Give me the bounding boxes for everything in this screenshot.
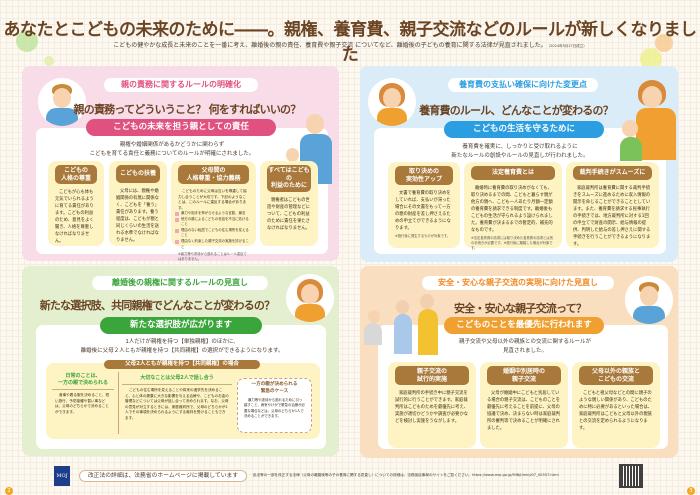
emergency-body: 暴力等や虐待から逃れるために引っ越すこと、病気やけがで緊急の治療が必要な場合など… [244, 398, 305, 419]
section-question: 親の責務ってどういうこと？ 何をすればいいの？ [73, 103, 302, 116]
avatar-father [625, 276, 673, 324]
section-banner: こどものことを最優先に行われます [444, 317, 604, 334]
card-note: ※法定養育費の請求には取り決めた養育費の請求とは別の手続きが必要です。※施行後に… [471, 236, 553, 250]
card-note: ※暴力等や虐待から逃れることはルール違反ではありません。 [178, 252, 247, 262]
panel-child-support: 養育費の支払い確保に向けた変更点 養育費のルール、どんなことが変わるの？ こども… [360, 66, 678, 262]
panel-custody: 離婚後の親権に関するルールの見直し 新たな選択肢、共同親権でどんなことが変わるの… [22, 266, 339, 456]
section-tag: 安全・安心な親子交流の実現に向けた見直し [422, 276, 614, 290]
illustration-mother-child [618, 80, 676, 161]
info-card: こどもの 人格の尊重 こどもが心も体も元気でいられるように育てる責任があります。… [48, 161, 104, 246]
column-divider [118, 372, 119, 434]
list-item: 理由のない転居でこどもの住む場所を変えること [175, 228, 252, 239]
section-lead: 養育費を確実に、しっかりと受け取れるように新たなルールの創設やルールの見直しが行… [420, 143, 620, 161]
lead-line: こどもを育てる責任と義務についてのルールが明確にされました。 [89, 151, 255, 157]
lead-line: 養育費を確実に、しっかりと受け取れるように [462, 144, 578, 150]
card-title: こどもの扶養 [116, 165, 160, 183]
date-note: （2024年5月17日成立） [546, 44, 587, 48]
info-card: 婚姻中別居時の 親子交流 父母が婚姻中にこどもと別居している場合の親子交流は、こ… [480, 362, 568, 448]
lead-line: 親権や婚姻関係があるかどうかに関わらず [119, 142, 225, 148]
info-card: 取り決めの 実効性アップ 文書で養育費の取り決めをしていれば、支払いが滞った場合… [388, 162, 460, 248]
clover-decoration [44, 56, 54, 66]
column-title: 日常のことは、 一方の親で決められる [52, 373, 114, 390]
clover-decoration [655, 34, 673, 52]
card-body: 文書で養育費の取り決めをしていれば、支払いが滞った場合にその文書をもって一方の親… [395, 191, 451, 231]
card-title: 取り決めの 実効性アップ [395, 166, 453, 185]
lead-line: 1人だけが親権を持つ【単独親権】のほかに、 [125, 339, 239, 345]
card-title: 法定養育費とは [471, 166, 555, 180]
clover-decoration [640, 48, 662, 70]
list-item: 暴力や相手を怖がらせるような言動、暴言 [175, 211, 252, 217]
card-body: 家庭裁判所は養育費に関する裁判手続きをスムーズに進めるために収入情報の開示を命じ… [573, 186, 651, 247]
info-card: 父母間の 人格尊重・協力義務 こどものために父母は互いを尊重して協力し合うことが… [171, 161, 256, 261]
card-title: 父母以外の親族と こどもの交流 [579, 366, 653, 385]
lead-line: 親子交流や父母以外の親族との交流に関するルールが [459, 339, 591, 345]
footer: 2 MOJ 改正法の詳細は、法務省のホームページに掲載しています 民法等の一部を… [0, 462, 700, 495]
card-body: こどもが心も体も元気でいられるように育てる責任があります。こどもの利益のため、意… [55, 190, 94, 244]
avatar-mother [368, 78, 416, 126]
page-subtitle: こどもの健やかな成長と未来のことを一番に考え、離婚後の親の責任、養育費や親子交流… [0, 40, 700, 49]
emergency-title: 一方の親が決められる 緊急のケース [251, 382, 298, 394]
section-banner: 新たな選択肢が広がります [100, 317, 262, 334]
lead-line: 新たなルールの創設やルールの見直しが行われました。 [451, 153, 589, 159]
daily-matters-column: 日常のことは、 一方の親で決められる 食事や着る服を決めること、短い旅行、予防接… [52, 373, 114, 415]
card-body: 父母が婚姻中にこどもと別居している場合の親子交流は、こどものことを最優先に考える… [487, 391, 561, 431]
page-number-left: 2 [5, 487, 13, 495]
panel-parental-duty: 親の責務に関するルールの明確化 親の責務ってどういうこと？ 何をすればいいの？ … [22, 66, 339, 261]
section-tag: 養育費の支払い確保に向けた変更点 [448, 78, 598, 92]
info-card: こどもの扶養 父母には、親権や婚姻関係の有無に関係なく、こどもを「養う」責任があ… [109, 161, 167, 246]
card-title: 父母間の 人格尊重・協力義務 [178, 165, 249, 184]
section-lead: 親子交流や父母以外の親族との交流に関するルールが見直されました。 [440, 338, 610, 356]
page-title: あなたとこどもの未来のために――。親権、養育費、親子交流などのルールが新しくなり… [3, 20, 698, 65]
card-title: こどもの 人格の尊重 [55, 165, 97, 184]
emergency-case-box: 一方の親が決められる 緊急のケース 暴力等や虐待から逃れるために引っ越すこと、病… [237, 378, 312, 433]
card-title: 親子交流の 試行的実施 [395, 366, 469, 385]
column-body: 食事や着る服を決めること、短い旅行、予防接種や習い事などは、父母のどちらかで決め… [55, 393, 110, 414]
section-lead: 親権や婚姻関係があるかどうかに関わらずこどもを育てる責任と義務についてのルールが… [62, 141, 282, 159]
section-tag: 離婚後の親権に関するルールの見直し [92, 276, 268, 290]
avatar-mother [286, 274, 334, 322]
lead-line: 離婚後に父母２人ともが親権を持つ【共同親権】の選択ができるようになります。 [80, 348, 284, 354]
card-note: ※施行後に発生するものが対象です。 [395, 234, 451, 238]
list-item: 理由なく約束した親子交流の実施を妨げること [175, 239, 252, 250]
page-number-right: 3 [687, 487, 695, 495]
card-body: こどものために父母は互いを尊重して協力し合うことが大切です。下記のようなことは、… [178, 189, 247, 210]
info-card: 親子交流の 試行的実施 家庭裁判所の手続き中に親子交流を試行的に行うことができま… [388, 362, 476, 448]
panel-visitation: 安全・安心な親子交流の実現に向けた見直し 安全・安心な親子交流って？ こどものこ… [360, 266, 678, 458]
section-question: 新たな選択肢、共同親権でどんなことが変わるの？ [39, 299, 275, 312]
logo-text: MOJ [56, 473, 68, 479]
card-title: 裁判手続きがスムーズに [573, 166, 652, 180]
clover-decoration [16, 30, 38, 52]
joint-custody-label: 父母2人ともが親権を持つ【共同親権】の場合 [104, 360, 260, 369]
lead-line: 見直されました。 [502, 348, 547, 354]
illustration-grandparents-child [362, 294, 442, 360]
card-body: こどもと祖父母などとの間に親子のような親しい関係があり、こどものために特に必要が… [579, 391, 653, 431]
important-matters-column: 大切なことは父母2人で話し合う こどもの住む場所を変えることや将来の進学先を決め… [122, 374, 232, 422]
column-title: 大切なことは父母2人で話し合う [122, 374, 232, 385]
website-detail-text[interactable]: 民法等の一部を改正する法律（父母の離婚後等の子の養育に関する見直し）についての詳… [253, 473, 559, 477]
info-card: 法定養育費とは 離婚時に養育費の取り決めがなくても、取り決めるまでの間、こどもと… [464, 162, 562, 250]
section-question: 養育費のルール、どんなことが変わるの？ [419, 104, 614, 117]
website-notice-button[interactable]: 改正法の詳細は、法務省のホームページに掲載しています [79, 470, 247, 482]
section-banner: こどもの生活を守るために [444, 121, 604, 138]
column-body: こどもの住む場所を変えることや将来の進学先を決めること、心と体の健康に大きな影響… [125, 388, 229, 420]
avatar-father [38, 78, 86, 126]
card-title: すべてはこどもの 利益のために [267, 165, 311, 192]
section-banner: こどもの未来を担う親としての責任 [86, 119, 276, 136]
card-body: 家庭裁判所の手続き中に親子交流を試行的に行うことができます。家庭裁判所はこどもの… [395, 391, 469, 424]
list-item: 他方の親によるこどもの世話を不当に妨げること [175, 217, 252, 228]
info-card: 裁判手続きがスムーズに 家庭裁判所は養育費に関する裁判手続きをスムーズに進めるた… [566, 162, 659, 248]
moj-logo: MOJ [54, 466, 70, 486]
card-body: 離婚時に養育費の取り決めがなくても、取り決めるまでの間、こどもと暮らす親が他方の… [471, 186, 553, 233]
card-title: 婚姻中別居時の 親子交流 [487, 366, 561, 385]
card-body: 父母には、親権や婚姻関係の有無に関係なく、こどもを「養う」責任があります。養う程… [116, 189, 159, 243]
info-card: すべてはこどもの 利益のために 親権者はこどもの世話や財産の管理などについて、こ… [260, 161, 318, 246]
qr-code[interactable] [619, 464, 643, 488]
subtitle-text: こどもの健やかな成長と未来のことを一番に考え、離婚後の親の責任、養育費や親子交流… [113, 42, 547, 49]
card-body: 親権者はこどもの世話や財産の管理などについて、こどもの利益のために責任を果たさな… [267, 197, 310, 231]
section-tag: 親の責務に関するルールの明確化 [104, 78, 258, 92]
section-question: 安全・安心な親子交流って？ [453, 302, 587, 315]
section-lead: 1人だけが親権を持つ【単独親権】のほかに、離婚後に父母２人ともが親権を持つ【共同… [52, 338, 312, 356]
info-card: 父母以外の親族と こどもの交流 こどもと祖父母などとの間に親子のような親しい関係… [572, 362, 660, 448]
